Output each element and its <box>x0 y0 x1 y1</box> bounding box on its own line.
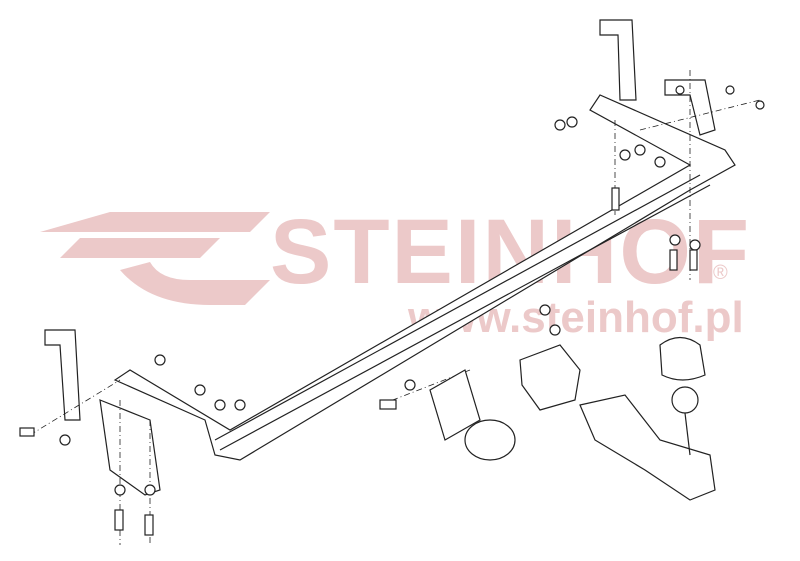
left-bracket <box>44 329 161 496</box>
fasteners <box>19 85 765 536</box>
socket-and-towball <box>429 336 716 501</box>
crossbar <box>113 94 736 461</box>
watermark-registered-mark: ® <box>713 262 728 284</box>
